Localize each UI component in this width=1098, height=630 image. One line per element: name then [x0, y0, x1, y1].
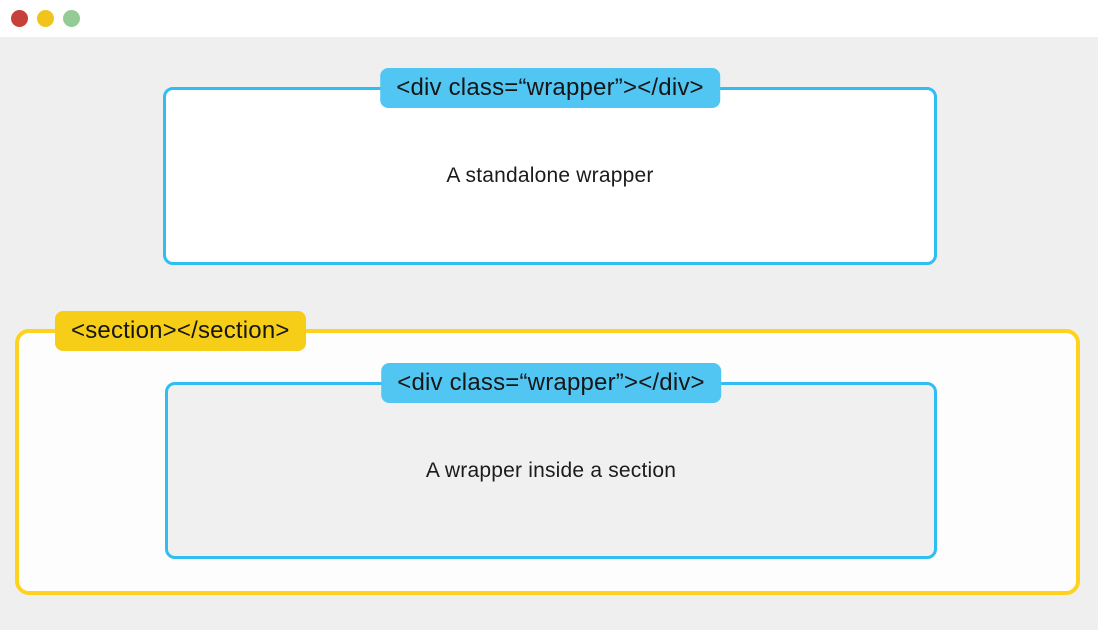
window-titlebar: [0, 0, 1098, 37]
diagram-canvas: <div class=“wrapper”></div> A standalone…: [0, 37, 1098, 630]
standalone-wrapper-tag-label: <div class=“wrapper”></div>: [380, 68, 720, 108]
nested-wrapper-box: <div class=“wrapper”></div> A wrapper in…: [165, 363, 937, 559]
section-box: <section></section> <div class=“wrapper”…: [15, 311, 1080, 595]
traffic-light-minimize-icon[interactable]: [37, 10, 54, 27]
section-tag-label: <section></section>: [55, 311, 306, 351]
standalone-wrapper-caption: A standalone wrapper: [446, 164, 654, 187]
nested-wrapper-caption: A wrapper inside a section: [425, 458, 677, 482]
nested-wrapper-tag-label: <div class=“wrapper”></div>: [381, 363, 721, 403]
traffic-light-close-icon[interactable]: [11, 10, 28, 27]
standalone-wrapper-box: <div class=“wrapper”></div> A standalone…: [163, 68, 937, 265]
traffic-light-zoom-icon[interactable]: [63, 10, 80, 27]
